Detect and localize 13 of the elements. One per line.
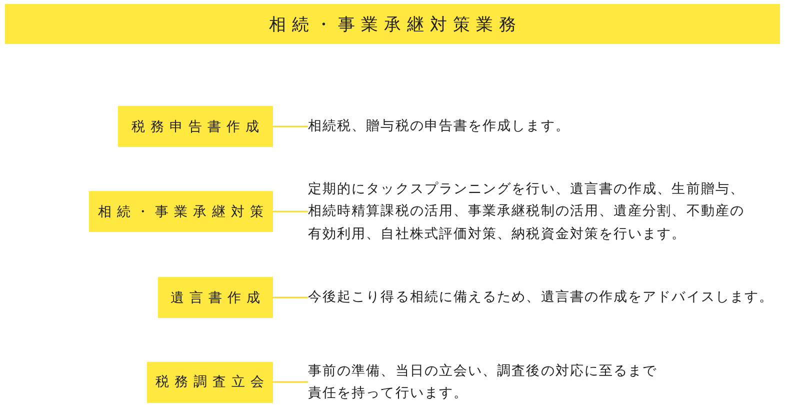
description-text: 事前の準備、当日の立会い、調査後の対応に至るまで責任を持って行います。 [308, 360, 668, 404]
description-text: 今後起こり得る相続に備えるため、遺言書の作成をアドバイスします。 [308, 286, 784, 308]
connector-line [273, 126, 308, 128]
label-box: 税務調査立会 [147, 362, 273, 402]
title-banner: 相続・事業承継対策業務 [5, 4, 780, 44]
label-box: 遺言書作成 [158, 277, 273, 318]
label-box: 相続・事業承継対策 [89, 191, 273, 232]
connector-line [273, 381, 308, 383]
label-box: 税務申告書作成 [118, 106, 273, 147]
connector-line [273, 210, 308, 212]
connector-line [273, 296, 308, 298]
description-text: 相続税、贈与税の申告書を作成します。 [308, 115, 628, 138]
description-text: 定期的にタックスプランニングを行い、遺言書の作成、生前贈与、相続時精算課税の活用、事業承継税制の活用、遺産分割、不動産の有効利用、自社株式評価対策、納税資金対策を行います。 [308, 178, 750, 245]
